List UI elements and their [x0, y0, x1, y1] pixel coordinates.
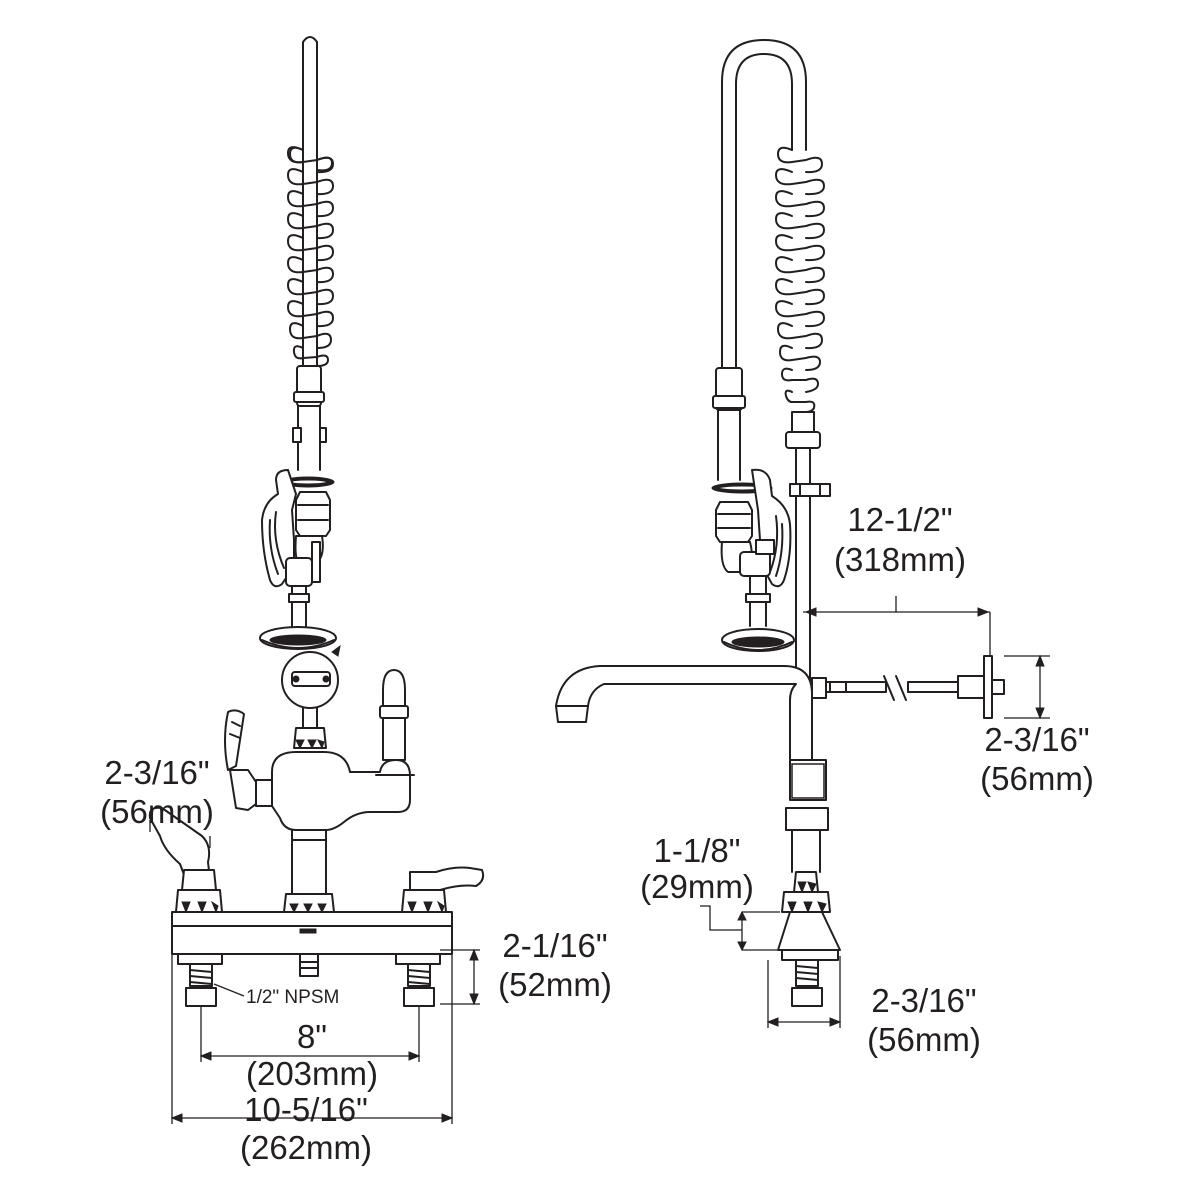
- side-base-height-metric: (29mm): [640, 868, 754, 905]
- front-faucet-body: [271, 751, 411, 831]
- side-base-height-imperial: 1-1/8": [654, 832, 741, 869]
- side-base: [777, 911, 841, 951]
- wall-flange-metric: (56mm): [980, 760, 1094, 797]
- side-base-depth-imperial: 2-3/16": [871, 982, 976, 1019]
- side-wall-arm: [811, 677, 827, 699]
- base-width-imperial: 10-5/16": [244, 1091, 368, 1128]
- wall-bracket-metric: (318mm): [834, 541, 966, 578]
- dimension-labels: 2-3/16" (56mm) 2-1/16" (52mm) 1/2" NPSM …: [100, 501, 1094, 1166]
- inlet-spacing-metric: (203mm): [246, 1055, 378, 1092]
- base-width-metric: (262mm): [240, 1129, 372, 1166]
- thread-label: 1/2" NPSM: [246, 987, 339, 1008]
- side-base-depth-metric: (56mm): [867, 1021, 981, 1058]
- front-left-handle: [148, 806, 211, 881]
- wall-flange-imperial: 2-3/16": [984, 721, 1089, 758]
- front-lower-column: [291, 839, 327, 895]
- side-view: [555, 39, 1005, 1007]
- front-dimensions: [149, 820, 480, 1124]
- front-spray-valve: [295, 491, 331, 537]
- side-wall-flange: [983, 655, 993, 719]
- inlet-spacing-imperial: 8": [297, 1018, 327, 1055]
- left-handle-metric: (56mm): [100, 793, 214, 830]
- wall-bracket-imperial: 12-1/2": [847, 501, 952, 538]
- side-gooseneck: [721, 39, 807, 373]
- front-side-lever: [255, 779, 273, 807]
- front-spray-trigger: [261, 469, 297, 588]
- side-bracket-clamp: [789, 483, 831, 497]
- front-hose-collar: [293, 391, 325, 403]
- base-height-imperial: 2-1/16": [502, 927, 607, 964]
- front-view: [148, 36, 485, 1007]
- side-dimensions: [700, 596, 1050, 1028]
- side-riser-post: [791, 411, 815, 435]
- left-handle-imperial: 2-3/16": [104, 754, 209, 791]
- front-riser-tube: [302, 36, 318, 391]
- side-spray-valve: [715, 501, 753, 543]
- front-right-handle: [409, 866, 485, 891]
- side-spout: [555, 665, 813, 761]
- side-spring-coil: [775, 146, 825, 413]
- front-spring-coil: [287, 146, 334, 367]
- base-height-metric: (52mm): [498, 966, 612, 1003]
